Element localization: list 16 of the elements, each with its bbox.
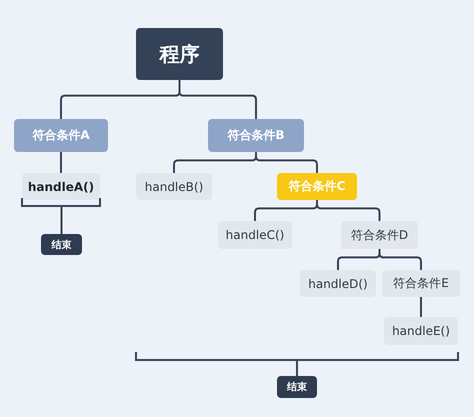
condition-box: 符合条件B [208,119,304,152]
condition-box: 符合条件A [14,119,108,152]
function-box: handleD() [300,270,376,297]
tree-connector [60,152,62,173]
condition-box: 符合条件D [341,221,418,249]
condition-box: 符合条件C [277,173,357,200]
end-box: 结束 [41,234,82,255]
function-box: handleB() [136,173,212,200]
function-box: handleE() [384,317,458,345]
tree-connector [420,297,422,317]
end-box: 结束 [277,376,317,398]
condition-box: 符合条件E [382,270,460,297]
tree-connector [178,80,257,119]
function-box: handleC() [218,221,292,249]
title-box: 程序 [136,28,223,80]
function-box: handleA() [22,173,100,200]
